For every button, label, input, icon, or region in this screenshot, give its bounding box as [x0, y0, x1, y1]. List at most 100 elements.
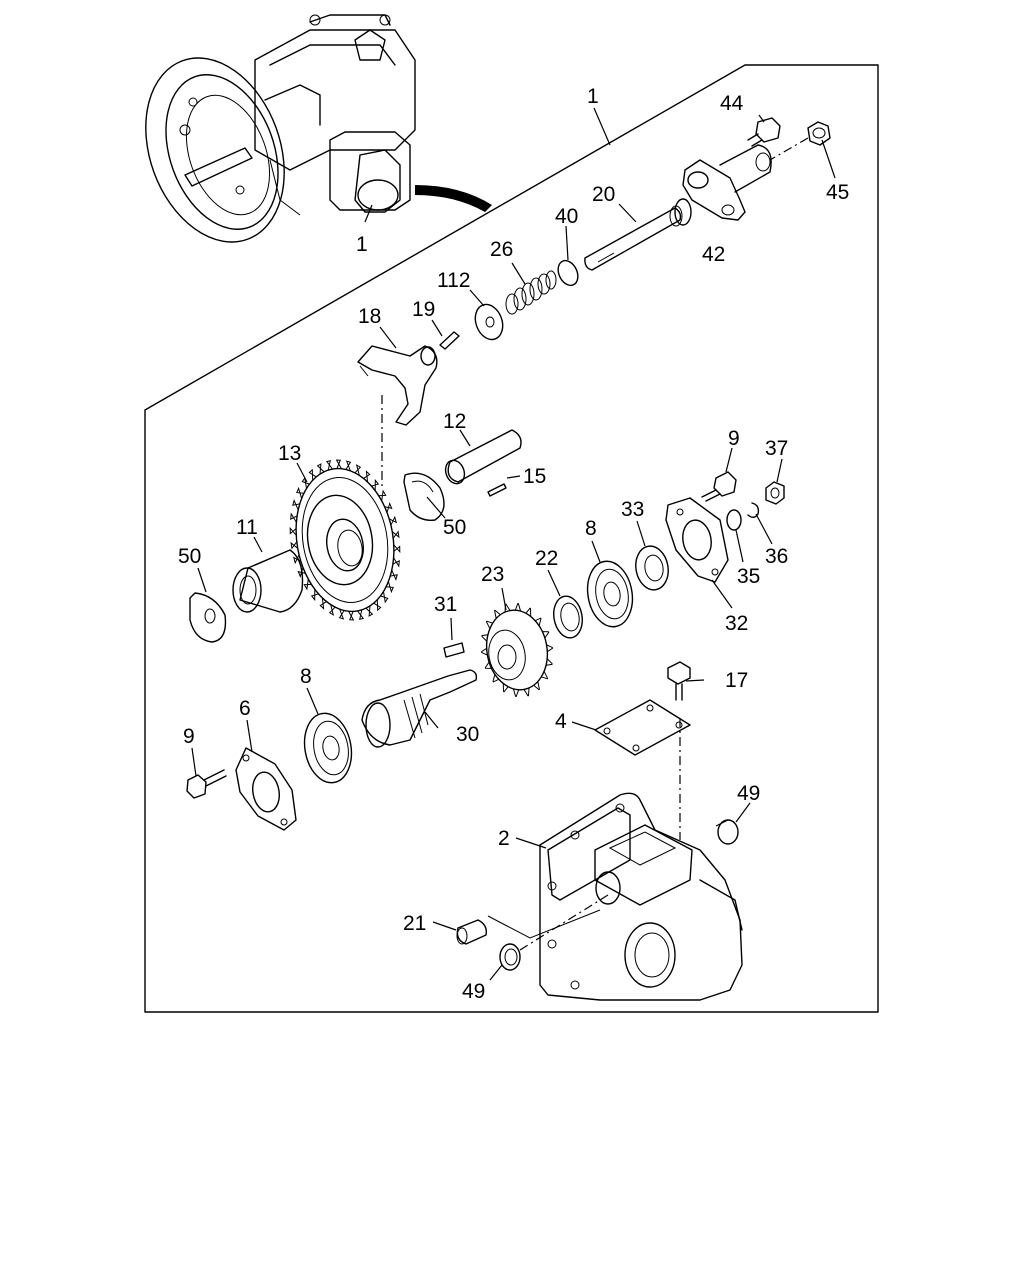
gear-tooth	[485, 620, 493, 629]
callout-19: 19	[412, 298, 435, 321]
callout-6: 6	[239, 697, 251, 720]
oring-40	[557, 259, 579, 287]
gear-tooth	[533, 681, 540, 691]
callout-1-inset: 1	[356, 233, 368, 256]
callout-42: 42	[702, 243, 725, 266]
gear-tooth	[525, 607, 532, 617]
gear-tooth	[378, 489, 387, 501]
callout-21: 21	[403, 912, 426, 935]
gear-tooth	[492, 674, 500, 683]
cover-42	[682, 144, 772, 221]
shaft-12	[444, 429, 522, 485]
callout-11: 11	[236, 516, 258, 539]
washer-112	[474, 303, 504, 341]
gear-tooth	[308, 468, 317, 481]
plug-21	[456, 909, 601, 945]
gear-tooth	[290, 512, 298, 523]
gear-tooth	[338, 608, 345, 620]
gear-tooth	[363, 470, 371, 483]
pin-19	[439, 331, 460, 350]
callout-36: 36	[765, 545, 788, 568]
gear-tooth	[546, 658, 553, 666]
gear-tooth	[380, 591, 389, 604]
gear-tooth	[502, 683, 509, 693]
callout-44: 44	[720, 92, 744, 115]
gear-tooth	[390, 569, 398, 581]
gear-tooth	[388, 515, 397, 526]
gear-tooth	[541, 671, 549, 680]
gear-tooth	[384, 501, 393, 513]
shaft-30	[361, 669, 478, 748]
callout-26: 26	[490, 238, 513, 261]
seal-33	[635, 545, 669, 591]
gear-tooth	[292, 499, 300, 511]
ball-bearing-8-upper	[586, 560, 634, 628]
gear-tooth	[290, 541, 299, 550]
callout-1-top: 1	[587, 85, 599, 108]
callout-9-upper: 9	[728, 427, 740, 450]
callout-20: 20	[592, 183, 615, 206]
callout-22: 22	[535, 547, 558, 570]
callout-50-right: 50	[443, 516, 466, 539]
key-31	[443, 642, 465, 658]
shaft-20	[584, 198, 692, 271]
pin-15	[487, 483, 507, 497]
gear-tooth	[301, 476, 310, 489]
callout-8-lower: 8	[300, 665, 312, 688]
cover-plate-4	[594, 699, 691, 756]
callout-49-lower: 49	[462, 980, 485, 1003]
bolt-44	[747, 117, 781, 147]
diagram-frame	[144, 64, 879, 1013]
gear-tooth	[393, 544, 401, 554]
gear-tooth	[391, 530, 400, 539]
gear-tooth	[303, 579, 312, 591]
plug-49-right	[715, 819, 739, 845]
gear-tooth	[345, 460, 352, 472]
housing-2	[539, 792, 743, 1001]
callout-15: 15	[523, 465, 546, 488]
callout-13: 13	[278, 442, 301, 465]
gear-tooth	[357, 609, 365, 620]
gear-tooth	[542, 631, 550, 639]
gear-tooth	[512, 688, 520, 698]
gear-tooth	[371, 478, 380, 491]
gear-tooth	[484, 661, 492, 669]
gear-tooth	[289, 526, 297, 536]
gear-tooth	[365, 605, 374, 617]
callout-40: 40	[555, 205, 578, 228]
callout-18: 18	[358, 305, 381, 328]
thrust-washer-50-right	[403, 472, 445, 521]
nut-37	[765, 481, 785, 505]
gear-tooth	[335, 459, 342, 470]
bolt-9-upper	[701, 471, 737, 502]
callout-leaders	[191, 107, 836, 981]
seal-49-lower	[499, 894, 609, 971]
callout-45: 45	[826, 181, 849, 204]
callout-2: 2	[498, 827, 510, 850]
gear-13	[289, 459, 401, 621]
gear-tooth	[354, 464, 362, 476]
gear-tooth	[319, 597, 327, 610]
thrust-washer-50-left	[189, 592, 227, 643]
callout-50-left: 50	[178, 545, 201, 568]
gear-tooth	[546, 644, 554, 653]
bolt-17	[667, 661, 691, 840]
callout-8-upper: 8	[585, 517, 597, 540]
gear-tooth	[494, 609, 501, 619]
callout-labels: 1 1 44 45 20 40 42 26 112 19 18 12 15 13…	[178, 85, 849, 1003]
spring-26	[505, 270, 557, 315]
callout-31: 31	[434, 593, 457, 616]
gear-tooth	[480, 647, 488, 656]
callout-33: 33	[621, 498, 644, 521]
gear-tooth	[316, 463, 325, 475]
callout-30: 30	[456, 723, 479, 746]
gear-tooth	[296, 486, 304, 499]
bearing-22	[553, 595, 583, 639]
gear-23	[480, 602, 554, 698]
callout-32: 32	[725, 612, 748, 635]
callout-23: 23	[481, 563, 504, 586]
plate-6	[235, 747, 297, 831]
ball-bearing-8-lower	[303, 712, 353, 784]
shift-fork-18	[357, 345, 438, 490]
